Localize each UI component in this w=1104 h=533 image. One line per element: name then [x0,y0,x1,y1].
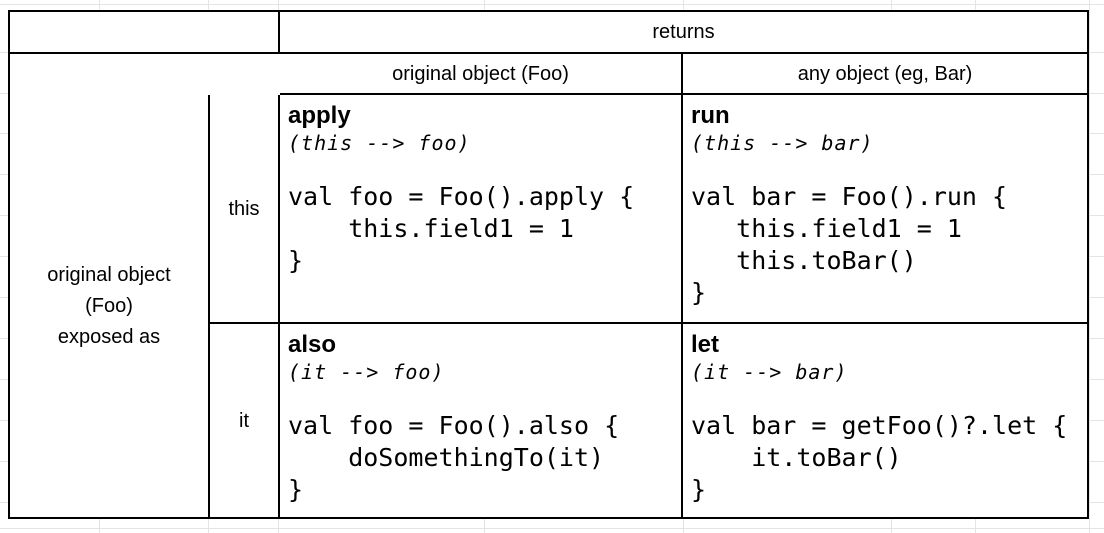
let-code: val bar = getFoo()?.let { it.toBar() } [691,411,1068,504]
exposed-as-label: original object (Foo) exposed as [47,260,170,353]
also-title: also [288,331,337,358]
scope-function-table: returns original object (Foo) any object… [8,10,1089,519]
row-header-it[interactable]: it [210,324,280,517]
exposed-as-header-cell[interactable]: original object (Foo) exposed as [10,95,210,517]
apply-title: apply [288,102,351,129]
gridline [0,4,1104,5]
exposed-as-line-1: original object [47,263,171,286]
row-header-this-label: this [228,197,260,220]
returns-header-cell[interactable]: returns [280,12,1087,54]
also-code: val foo = Foo().also { doSomethingTo(it)… [288,411,620,504]
returns-label: returns [652,21,715,43]
let-title: let [691,331,720,358]
cell-apply[interactable]: apply (this --> foo) val foo = Foo().app… [280,95,683,324]
col-header-original-object-label: original object (Foo) [392,62,569,85]
cell-let[interactable]: let (it --> bar) val bar = getFoo()?.let… [683,324,1087,517]
run-annotation: (this --> bar) [691,131,874,155]
row-header-it-label: it [239,409,249,432]
col-header-any-object[interactable]: any object (eg, Bar) [683,54,1087,95]
run-code: val bar = Foo().run { this.field1 = 1 th… [691,182,1008,307]
cell-also[interactable]: also (it --> foo) val foo = Foo().also {… [280,324,683,517]
col-header-original-object[interactable]: original object (Foo) [280,54,683,95]
col-header-any-object-label: any object (eg, Bar) [797,62,973,85]
gridline [1089,0,1090,533]
exposed-as-line-2: (Foo) [85,294,133,317]
let-annotation: (it --> bar) [691,360,848,384]
exposed-as-line-3: exposed as [57,325,161,348]
also-annotation: (it --> foo) [288,360,445,384]
row-header-this[interactable]: this [210,95,280,324]
run-title: run [691,102,730,129]
apply-annotation: (this --> foo) [288,131,471,155]
cell-run[interactable]: run (this --> bar) val bar = Foo().run {… [683,95,1087,324]
apply-code: val foo = Foo().apply { this.field1 = 1 … [288,182,635,275]
gridline [0,528,1104,529]
corner-empty-cell[interactable] [10,12,280,54]
